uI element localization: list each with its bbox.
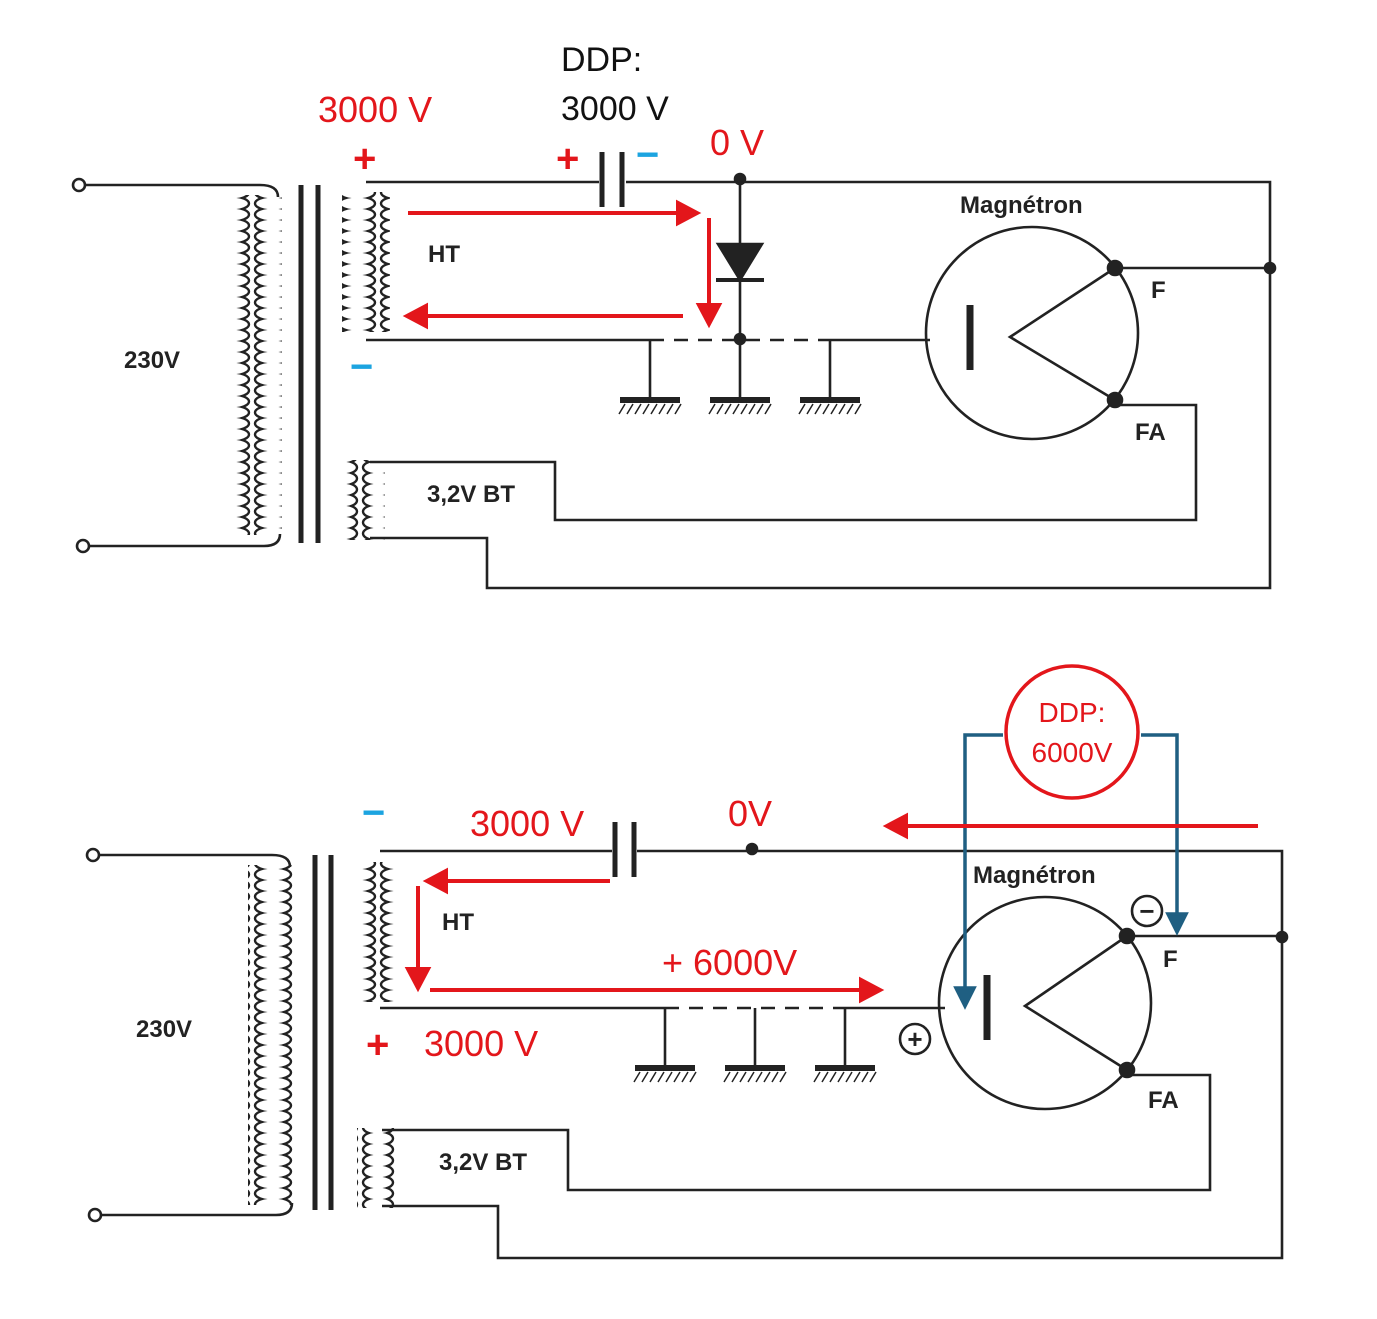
magnetron-circle	[937, 895, 1153, 1111]
bottom-plus-6000: + 6000V	[662, 942, 797, 983]
bottom-minus-sign-ht: −	[362, 791, 385, 835]
ground-hatch-top	[618, 403, 862, 415]
filament-dot	[1106, 391, 1124, 409]
bottom-minus-circle: −	[1139, 896, 1154, 926]
bottom-ht-label: HT	[442, 909, 474, 936]
top-ddp-label-line2: 3000 V	[561, 90, 669, 128]
bottom-current-arrows	[404, 812, 1258, 1004]
top-zero-voltage: 0 V	[710, 122, 764, 163]
mains-wires	[99, 853, 294, 1217]
filament-wires	[382, 934, 1282, 1192]
ground-hatch-bottom	[633, 1071, 877, 1083]
ddp-bracket	[953, 733, 1189, 1010]
diode-triangle	[715, 242, 765, 283]
top-minus-sign-cap: −	[636, 133, 659, 177]
terminal-top-left	[71, 177, 87, 193]
ht-coil	[356, 862, 404, 1002]
bottom-zero-voltage: 0V	[728, 793, 772, 834]
ground-symbol	[800, 340, 860, 403]
bottom-magnetron-label: Magnétron	[973, 862, 1096, 889]
top-magnetron-label: Magnétron	[960, 192, 1083, 219]
top-fa-label: FA	[1135, 419, 1166, 446]
magnetron-cathode	[1022, 934, 1128, 1072]
ground-symbol	[725, 1008, 785, 1071]
ht-coil	[342, 192, 390, 332]
bt-coil	[345, 460, 385, 540]
bt-coil	[357, 1128, 397, 1208]
top-plus-sign-cap: +	[556, 137, 579, 181]
bottom-ht-bottom-voltage: 3000 V	[424, 1023, 538, 1064]
top-bt-label: 3,2V BT	[427, 481, 515, 508]
junction-dot	[733, 332, 747, 346]
bottom-plus-circle: +	[907, 1024, 922, 1054]
bottom-mains-label: 230V	[136, 1016, 192, 1043]
bottom-ht-top-voltage: 3000 V	[470, 803, 584, 844]
primary-coil	[248, 865, 294, 1205]
junction-dot	[733, 172, 747, 186]
ht-top-wire	[366, 180, 1272, 590]
top-f-label: F	[1151, 277, 1166, 304]
top-ht-plus-voltage: 3000 V	[318, 89, 432, 130]
top-current-arrows	[402, 199, 723, 330]
bottom-f-label: F	[1163, 946, 1178, 973]
magnetron-circle	[924, 225, 1140, 441]
minus-circle-outline	[1130, 894, 1164, 928]
terminal-bottom-left	[75, 538, 91, 554]
primary-coil	[236, 195, 282, 535]
top-minus-sign-ht: −	[350, 345, 373, 389]
ground-symbol	[620, 340, 680, 403]
magnetron-cathode	[1007, 266, 1116, 402]
terminal-top-left	[85, 847, 101, 863]
mains-wires	[85, 183, 282, 548]
terminal-bottom-left	[87, 1207, 103, 1223]
top-plus-sign-ht: +	[353, 137, 376, 181]
top-ht-label: HT	[428, 241, 460, 268]
bottom-bt-label: 3,2V BT	[439, 1149, 527, 1176]
ddp-6000-circle	[1004, 664, 1140, 800]
top-circuit	[71, 152, 1277, 590]
filament-wires	[370, 266, 1270, 522]
ht-top-wire	[380, 849, 1284, 1260]
junction-dot	[745, 842, 759, 856]
bottom-plus-sign-ht: +	[366, 1023, 389, 1067]
bottom-fa-label: FA	[1148, 1087, 1179, 1114]
plus-circle-outline	[898, 1022, 932, 1056]
filament-dot	[1118, 1061, 1136, 1079]
bottom-circuit	[85, 822, 1289, 1260]
top-mains-label: 230V	[124, 347, 180, 374]
bottom-ddp-label-line2: 6000V	[1032, 737, 1113, 768]
top-ddp-label-line1: DDP:	[561, 41, 642, 79]
ground-symbol	[815, 1008, 875, 1071]
ground-symbol	[635, 1008, 695, 1071]
bottom-ddp-label-line1: DDP:	[1039, 697, 1106, 728]
